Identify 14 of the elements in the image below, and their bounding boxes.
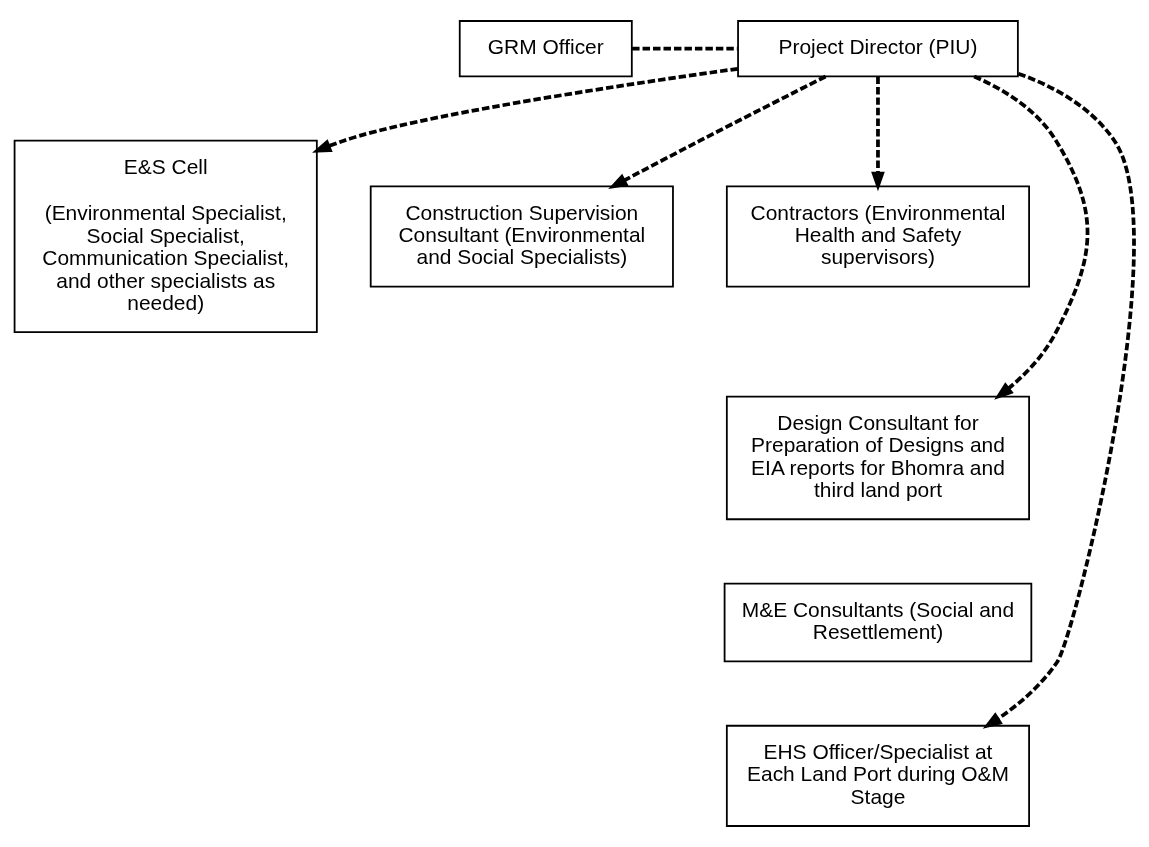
arrow (871, 76, 885, 192)
arrow (312, 66, 738, 153)
node-box: Project Director (PIU) (737, 20, 1019, 78)
node-box: E&S Cell (Environmental Specialist, Social Specialist, Communication Specialist, and other specialists as needed) (13, 139, 318, 334)
node-box: M&E Consultants (Social and Resettlement) (723, 582, 1033, 663)
node-box: Contractors (Environmental Health and Safety supervisors) (725, 185, 1030, 288)
node-box: Design Consultant for Preparation of Designs and EIA reports for Bhomra and third land port (725, 395, 1030, 521)
node-box: Construction Supervision Consultant (Environmental and Social Specialists) (369, 185, 674, 288)
arrow (973, 74, 1090, 400)
node-box: GRM Officer (458, 20, 633, 78)
arrow (608, 74, 827, 189)
node-box: EHS Officer/Specialist at Each Land Port during O&M Stage (725, 724, 1030, 827)
arrow (982, 71, 1136, 729)
connector (632, 46, 738, 51)
